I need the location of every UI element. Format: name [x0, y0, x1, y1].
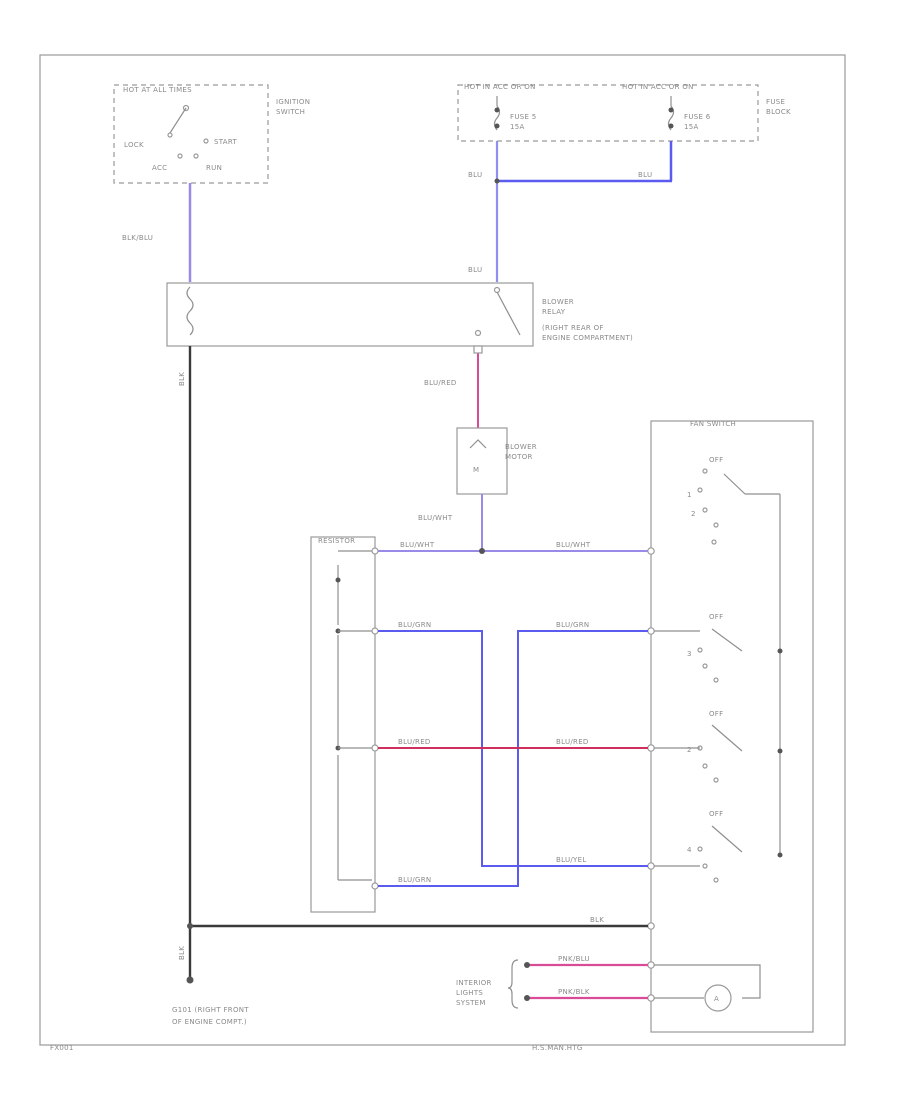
fan-switch-top-2: 2 [691, 510, 696, 518]
fan-switch-top-1: 1 [687, 491, 692, 499]
ignition-switch: HOT AT ALL TIMES IGNITION SWITCH LOCK ST… [113, 84, 310, 184]
fan-switch-mid-off: OFF [709, 613, 723, 621]
ground-label-2: OF ENGINE COMPT.) [172, 1018, 247, 1026]
wire-label-blk-fan: BLK [590, 916, 604, 924]
wire-label-blu-red-motor: BLU/RED [424, 379, 457, 387]
wire-label-blk-ground: BLK [178, 946, 186, 960]
motor-label-2: MOTOR [505, 453, 533, 461]
relay-label-1: BLOWER [542, 298, 574, 306]
relay-label-4: ENGINE COMPARTMENT) [542, 334, 633, 342]
wire-label-res-blu-wht: BLU/WHT [400, 541, 435, 549]
footer-center-code: H.S.MAN.HTG [532, 1044, 583, 1052]
fuse-5-name: FUSE 5 [510, 113, 537, 121]
resistor-outline [310, 536, 376, 913]
ignition-pos-acc: ACC [152, 164, 167, 172]
fan-switch-low-2: 2 [687, 746, 692, 754]
fuse-6-name: FUSE 6 [684, 113, 711, 121]
wire-label-sw-blu-red: BLU/RED [556, 738, 589, 746]
ground-label-1: G101 (RIGHT FRONT [172, 1006, 249, 1014]
fan-switch-bot-4: 4 [687, 846, 692, 854]
fan-switch-lamp-symbol: A [714, 995, 719, 1003]
blower-motor-outline [456, 427, 508, 495]
wire-label-sw-blu-grn: BLU/GRN [556, 621, 589, 629]
fan-switch-low-off: OFF [709, 710, 723, 718]
ignition-pos-lock: LOCK [124, 141, 144, 149]
resistor-label: RESISTOR [318, 537, 355, 545]
wire-label-res-blu-grn-bottom: BLU/GRN [398, 876, 431, 884]
fuse-block: HOT IN ACC OR ON HOT IN ACC OR ON FUSE B… [457, 83, 791, 142]
wire-label-blu-top: BLU [468, 171, 482, 179]
interior-lights-bracket [507, 959, 519, 1009]
fuse-block-label-1: FUSE [766, 98, 785, 106]
wire-label-sw-blu-yel: BLU/YEL [556, 856, 587, 864]
interior-lights-label-1: INTERIOR [456, 979, 492, 987]
fan-switch-top-off: OFF [709, 456, 723, 464]
footer-left-code: FX001 [50, 1044, 74, 1052]
blower-relay: BLOWER RELAY (RIGHT REAR OF ENGINE COMPA… [166, 282, 633, 347]
fuse-block-outline [457, 84, 759, 142]
motor-label-1: BLOWER [505, 443, 537, 451]
motor-symbol [469, 439, 487, 449]
ignition-switch-blade [169, 107, 187, 134]
wire-label-pnk-blu: PNK/BLU [558, 955, 590, 963]
fuse-block-header-right: HOT IN ACC OR ON [622, 83, 694, 91]
wire-label-blu-fuse: BLU [638, 171, 652, 179]
relay-contact-blade [496, 291, 521, 336]
fuse-6-rating: 15A [684, 123, 699, 131]
wire-label-blk-relay: BLK [178, 372, 186, 386]
wire-blu-grn-switch [378, 630, 648, 887]
wire-label-blk-blu: BLK/BLU [122, 234, 153, 242]
relay-label-3: (RIGHT REAR OF [542, 324, 604, 332]
ignition-pos-start: START [214, 138, 238, 146]
interior-lights-label-2: LIGHTS [456, 989, 483, 997]
ignition-header: HOT AT ALL TIMES [123, 86, 192, 94]
fuse-block-label-2: BLOCK [766, 108, 791, 116]
blower-relay-outline [166, 282, 534, 347]
fan-switch-label: FAN SWITCH [690, 420, 736, 428]
ignition-pos-run: RUN [206, 164, 222, 172]
wire-label-blu-wht-motor: BLU/WHT [418, 514, 453, 522]
interior-lights-label-3: SYSTEM [456, 999, 486, 1007]
ignition-switch-outline [113, 84, 269, 184]
resistor: RESISTOR [310, 536, 379, 913]
ignition-switch-label-2: SWITCH [276, 108, 305, 116]
fuse-5-rating: 15A [510, 123, 525, 131]
wire-label-res-blu-grn: BLU/GRN [398, 621, 431, 629]
fan-switch-lamp [704, 984, 732, 1012]
fan-switch-bot-off: OFF [709, 810, 723, 818]
ground-g101 [186, 976, 194, 984]
fan-switch-mid-3: 3 [687, 650, 692, 658]
fan-switch-outline [650, 420, 814, 1033]
ignition-switch-label-1: IGNITION [276, 98, 310, 106]
wire-label-pnk-blk: PNK/BLK [558, 988, 590, 996]
wire-label-blu-relay: BLU [468, 266, 482, 274]
diagram-frame [39, 54, 846, 1046]
blower-motor: M BLOWER MOTOR [456, 427, 537, 495]
relay-label-2: RELAY [542, 308, 566, 316]
wire-label-sw-blu-wht: BLU/WHT [556, 541, 591, 549]
relay-coil [186, 286, 194, 336]
wire-label-res-blu-red: BLU/RED [398, 738, 431, 746]
motor-m: M [473, 466, 479, 474]
fan-switch: FAN SWITCH OFF 1 2 OFF 3 OFF 2 OFF 4 [647, 420, 814, 1033]
fuse-block-header-left: HOT IN ACC OR ON [464, 83, 536, 91]
